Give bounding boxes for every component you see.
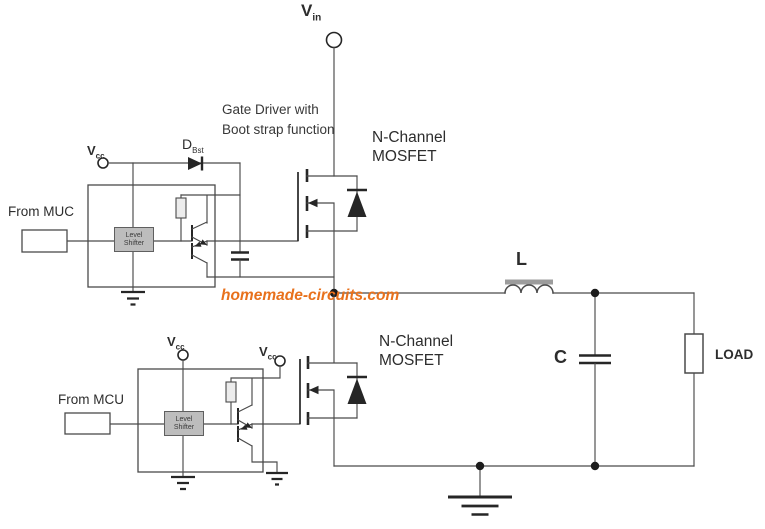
vin-label: Vin [301,1,322,24]
level-shifter-low-line1: Level [175,415,193,423]
ground-icon-driver-high [121,290,145,306]
mosfet-high-label: N-Channel MOSFET [372,128,446,166]
gate-driver-note-line1: Gate Driver with [222,102,319,117]
bootstrap-diode-icon [188,156,204,171]
driver-box-low [137,368,264,473]
body-diode-icon-low [347,362,367,419]
vcc-low-right-label: Vcc [259,344,277,362]
low-side-mosfet [299,292,367,467]
bootstrap-diode-label: DBst [182,136,204,155]
vin-terminal-icon [325,31,343,49]
gate-driver-note: Gate Driver with Boot strap function [222,100,335,140]
vin-node [325,31,343,177]
level-shifter-high-line1: Level [125,231,143,239]
vcc-high-label: Vcc [87,143,105,161]
totem-pole-low [237,404,278,474]
output-stage [329,279,704,516]
input-label-low: From MCU [58,392,124,407]
ground-icon-driver-low-right [266,471,288,486]
load-label: LOAD [715,347,754,362]
mosfet-low-label-line1: N-Channel [379,333,454,350]
ground-icon-driver-low [171,475,195,491]
inductor-label: L [516,249,527,269]
level-shifter-block-high: Level Shifter [114,227,154,252]
junction-dot-ground [475,461,485,471]
junction-dot-cap-top [590,288,600,298]
mosfet-low-label-line2: MOSFET [379,352,444,369]
level-shifter-high-line2: Shifter [123,239,145,247]
output-capacitor-icon [579,292,611,467]
bootstrap-capacitor-icon [231,162,249,278]
vcc-low-top-label: Vcc [167,334,185,352]
mosfet-body-arrow-icon [309,385,319,395]
mosfet-high-label-line2: MOSFET [372,148,437,165]
capacitor-label: C [554,347,567,367]
input-box-low [64,412,111,435]
mosfet-high-label-line1: N-Channel [372,129,447,146]
ground-icon-main [448,465,512,516]
mosfet-low-label: N-Channel MOSFET [379,332,453,370]
resistor-icon-low [225,381,237,403]
level-shifter-low-line2: Shifter [173,423,195,431]
resistor-icon-high [175,197,187,219]
totem-pole-high [191,221,208,278]
input-box-high [21,229,68,253]
high-side-mosfet [297,169,367,294]
watermark: homemade-circuits.com [221,287,400,304]
body-diode-icon-high [347,175,367,232]
low-side-driver [109,349,301,491]
load-icon [684,292,704,467]
level-shifter-block-low: Level Shifter [164,411,204,436]
inductor-icon [504,279,554,294]
high-side-driver [66,156,335,306]
gate-driver-note-line2: Boot strap function [222,122,335,137]
input-label-high: From MUC [8,204,74,219]
mosfet-body-arrow-icon [308,198,318,208]
junction-dot-cap-bottom [590,461,600,471]
